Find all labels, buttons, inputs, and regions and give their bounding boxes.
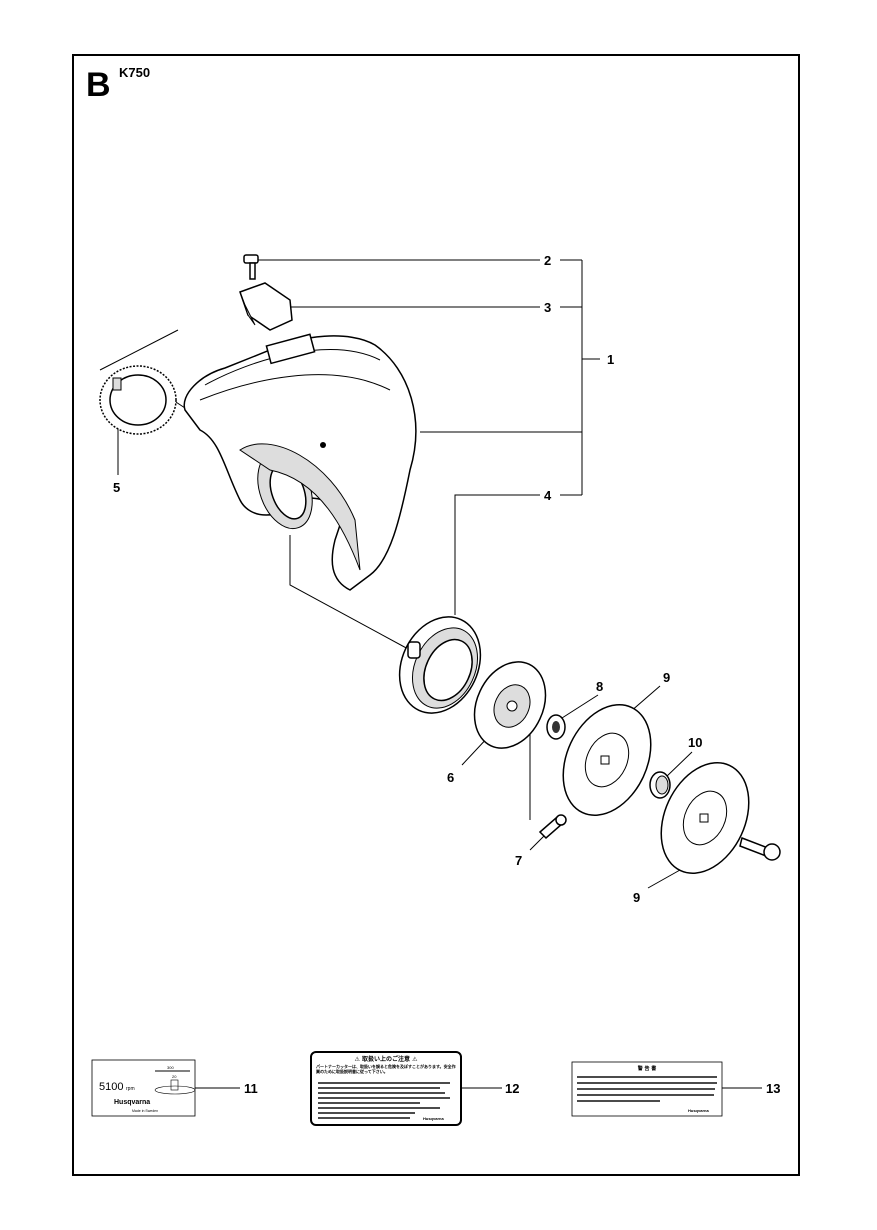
notice-brand: Husqvarna: [688, 1108, 709, 1113]
warning-brand: Husqvarna: [423, 1116, 444, 1121]
rpm-value: 5100: [99, 1081, 123, 1093]
callout-13: 13: [766, 1081, 780, 1096]
rpm-unit: rpm: [126, 1086, 135, 1092]
callout-12: 12: [505, 1081, 519, 1096]
callout-5: 5: [113, 480, 120, 495]
callout-labels: 2 3 1 4 5 6 7 8 9 10 9 11 12 13: [113, 253, 780, 1096]
section-letter: B: [86, 66, 111, 104]
dim-inner: 20: [172, 1074, 177, 1079]
callout-8: 8: [596, 679, 603, 694]
model-name: K750: [119, 65, 150, 80]
screw-part-2: [243, 254, 259, 280]
origin-text: Made in Sweden: [132, 1109, 158, 1113]
rpm-decal-11: 5100 rpm 300 20 Husqvarna Made in Sweden: [91, 1059, 196, 1117]
callout-9a: 9: [663, 670, 670, 685]
dim-outer: 300: [167, 1065, 174, 1070]
warning-decal-12: ⚠ 取扱い上のご注意 ⚠ パートナーカッターは、取扱いを誤ると危険を及ぼすことが…: [310, 1051, 462, 1126]
blade-guard-part-1: [183, 333, 417, 591]
flange-disc-part-9a: [562, 704, 652, 816]
callout-11: 11: [244, 1081, 258, 1096]
callout-3: 3: [544, 300, 551, 315]
bolt-part-7: [538, 814, 567, 840]
warning-title: ⚠ 取扱い上のご注意 ⚠: [355, 1055, 419, 1063]
flange-disc-part-9b: [660, 762, 781, 874]
toothed-ring-part-5: [99, 365, 177, 435]
warning-intro: パートナーカッターは、取扱いを誤ると危険を及ぼすことがあります。安全作業のために…: [316, 1064, 456, 1074]
callout-10: 10: [688, 735, 702, 750]
callout-2: 2: [544, 253, 551, 268]
callout-7: 7: [515, 853, 522, 868]
flange-part-6: [473, 661, 547, 749]
guard-clip-part-3: [239, 282, 293, 331]
seal-part-4: [398, 616, 482, 714]
callout-6: 6: [447, 770, 454, 785]
brand-logo: Husqvarna: [114, 1099, 150, 1106]
callout-1: 1: [607, 352, 614, 367]
notice-decal-13: 警 告 書 Husqvarna: [571, 1061, 723, 1117]
washer-part-8: [546, 714, 566, 740]
spacer-part-10: [649, 771, 671, 799]
callout-9b: 9: [633, 890, 640, 905]
diagram-frame: [72, 54, 800, 1176]
callout-4: 4: [544, 488, 552, 503]
notice-title: 警 告 書: [637, 1065, 656, 1072]
